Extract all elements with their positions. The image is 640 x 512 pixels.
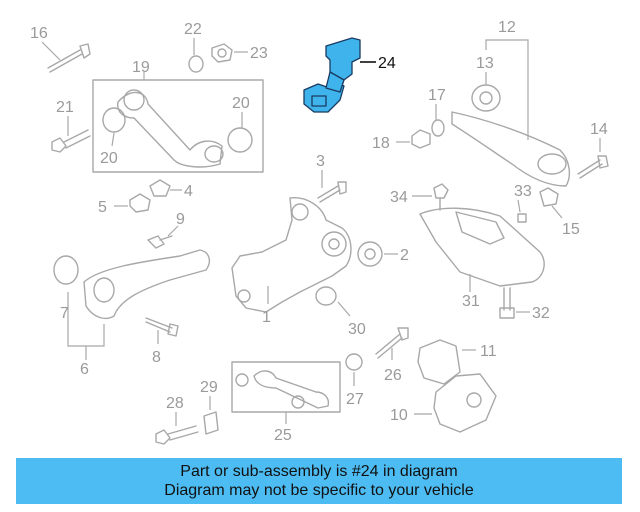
part-19-upper-arm-assembly	[92, 72, 264, 173]
part-2-bushing	[357, 241, 398, 267]
part-27-bushing	[345, 353, 363, 386]
part-6-trailing-arm	[53, 249, 211, 360]
label-29: 29	[200, 379, 218, 396]
part-29-clip	[203, 396, 219, 435]
label-9: 9	[176, 211, 185, 228]
label-21: 21	[56, 99, 74, 116]
label-23: 23	[250, 45, 268, 62]
part-32-bolt	[499, 287, 530, 319]
label-34: 34	[390, 189, 408, 206]
label-11: 11	[480, 343, 497, 360]
label-30: 30	[348, 321, 366, 338]
label-2: 2	[400, 247, 409, 264]
label-14: 14	[590, 121, 608, 138]
banner-line-2: Diagram may not be specific to your vehi…	[164, 482, 474, 499]
label-25: 25	[274, 427, 292, 444]
part-14-bolt	[577, 138, 609, 179]
part-8-bolt	[145, 317, 179, 344]
parts-diagram: 16 22 23 19 20 20 21 24	[30, 19, 609, 445]
label-12: 12	[498, 19, 516, 36]
part-13-bushing	[471, 72, 501, 112]
label-5: 5	[98, 199, 107, 216]
label-15: 15	[562, 221, 580, 238]
part-22-ring	[188, 38, 204, 73]
banner-line-1: Part or sub-assembly is #24 in diagram	[180, 463, 458, 480]
label-20b: 20	[232, 95, 250, 112]
part-4-clip	[149, 179, 182, 197]
part-31-shield	[419, 207, 545, 292]
label-19: 19	[132, 59, 150, 76]
part-28-bolt	[155, 412, 199, 445]
label-10: 10	[390, 407, 408, 424]
part-24-bracket-highlighted	[303, 37, 376, 113]
part-9-bolt	[147, 225, 179, 249]
label-6: 6	[80, 361, 89, 378]
part-3-bolt	[317, 170, 347, 203]
label-8: 8	[152, 349, 161, 366]
part-5-nut	[114, 193, 151, 213]
part-1-knuckle	[231, 197, 352, 313]
part-15-bushing	[539, 187, 563, 219]
info-banner: Part or sub-assembly is #24 in diagram D…	[16, 458, 622, 504]
label-32: 32	[532, 305, 550, 322]
part-17-washer	[431, 104, 445, 137]
part-16-bolt	[41, 41, 91, 73]
part-34-clip	[412, 183, 449, 211]
label-31: 31	[462, 293, 480, 310]
label-1: 1	[262, 309, 271, 326]
part-33-pin	[517, 199, 527, 223]
part-12-lower-arm-assembly	[451, 39, 571, 187]
label-20a: 20	[100, 150, 118, 167]
part-11-bracket	[417, 339, 476, 385]
label-3: 3	[316, 153, 325, 170]
part-30-bushing	[315, 286, 351, 317]
part-25-link-assembly	[231, 361, 341, 424]
label-17: 17	[428, 87, 446, 104]
label-26: 26	[384, 367, 402, 384]
label-28: 28	[166, 395, 184, 412]
label-24: 24	[378, 55, 396, 72]
label-13: 13	[476, 55, 494, 72]
label-33: 33	[514, 183, 532, 200]
label-22: 22	[184, 21, 202, 38]
label-7: 7	[60, 305, 69, 322]
part-21-bolt	[51, 116, 91, 153]
part-18-nut	[396, 129, 431, 149]
label-4: 4	[184, 183, 193, 200]
label-27: 27	[346, 391, 364, 408]
label-18: 18	[372, 135, 390, 152]
part-26-bolt	[375, 327, 409, 360]
label-16: 16	[30, 25, 48, 42]
part-23-nut	[211, 43, 248, 63]
part-10-mount	[414, 373, 497, 433]
